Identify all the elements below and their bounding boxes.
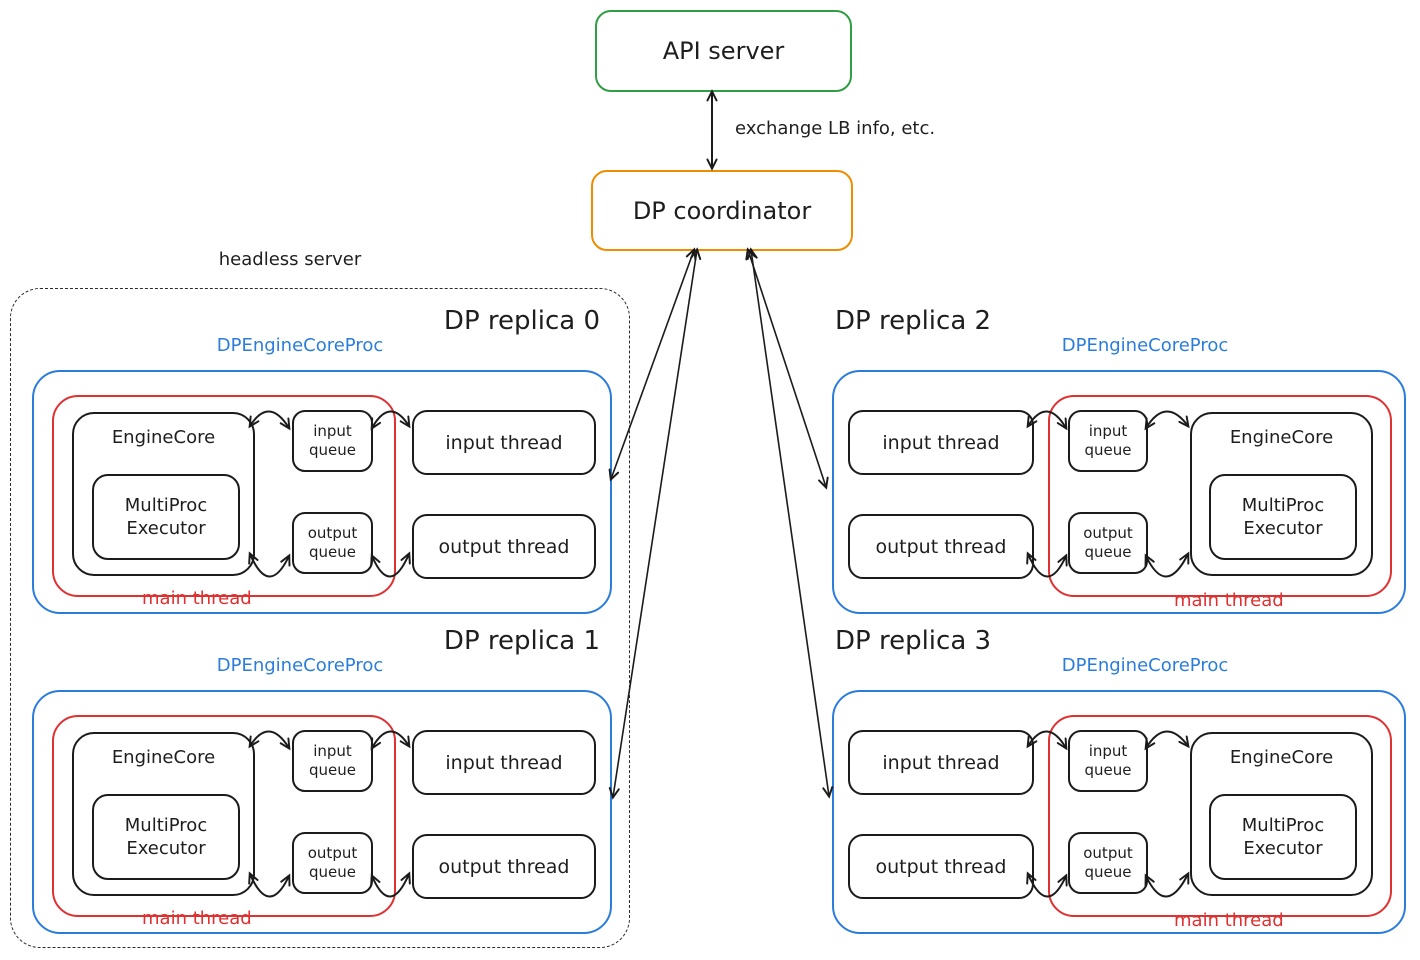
output-queue-box: output queue xyxy=(1068,512,1148,574)
output-thread-box: output thread xyxy=(412,514,596,579)
dp-coordinator-box: DP coordinator xyxy=(591,170,853,251)
enginecore-label: EngineCore xyxy=(111,747,216,768)
dpenginecoreproc-box: EngineCore MultiProc Executor input queu… xyxy=(832,690,1406,934)
dp-replica-1: DP replica 1 DPEngineCoreProc EngineCore… xyxy=(32,626,612,944)
enginecore-box: EngineCore MultiProc Executor xyxy=(72,412,255,576)
dpenginecoreproc-box: EngineCore MultiProc Executor input queu… xyxy=(32,370,612,614)
dpenginecoreproc-label: DPEngineCoreProc xyxy=(216,335,384,356)
output-thread-box: output thread xyxy=(848,514,1034,579)
output-queue-box: output queue xyxy=(1068,832,1148,894)
multiproc-executor-box: MultiProc Executor xyxy=(1209,794,1357,880)
multiproc-executor-box: MultiProc Executor xyxy=(1209,474,1357,560)
api-server-label: API server xyxy=(662,37,785,65)
output-thread-box: output thread xyxy=(412,834,596,899)
input-queue-box: input queue xyxy=(292,730,373,792)
main-thread-box xyxy=(52,715,396,917)
main-thread-label: main thread xyxy=(142,588,252,609)
multiproc-executor-box: MultiProc Executor xyxy=(92,474,240,560)
output-queue-box: output queue xyxy=(292,832,373,894)
input-thread-box: input thread xyxy=(412,410,596,475)
input-queue-box: input queue xyxy=(292,410,373,472)
input-thread-box: input thread xyxy=(412,730,596,795)
enginecore-box: EngineCore MultiProc Executor xyxy=(1190,412,1373,576)
arrow-coordinator-replica2 xyxy=(748,250,826,487)
output-queue-box: output queue xyxy=(292,512,373,574)
input-thread-box: input thread xyxy=(848,410,1034,475)
dp-replica-3: DP replica 3 DPEngineCoreProc EngineCore… xyxy=(832,626,1410,944)
input-queue-box: input queue xyxy=(1068,410,1148,472)
enginecore-label: EngineCore xyxy=(1229,427,1334,448)
arrow-coordinator-replica3 xyxy=(751,250,829,796)
main-thread-label: main thread xyxy=(1174,590,1284,611)
api-server-box: API server xyxy=(595,10,852,92)
headless-server-label: headless server xyxy=(218,249,362,270)
input-thread-box: input thread xyxy=(848,730,1034,795)
main-thread-box xyxy=(52,395,396,597)
enginecore-box: EngineCore MultiProc Executor xyxy=(1190,732,1373,896)
main-thread-box xyxy=(1048,715,1392,917)
main-thread-label: main thread xyxy=(1174,910,1284,931)
enginecore-label: EngineCore xyxy=(1229,747,1334,768)
input-queue-box: input queue xyxy=(1068,730,1148,792)
output-thread-box: output thread xyxy=(848,834,1034,899)
replica-title: DP replica 3 xyxy=(835,626,992,656)
replica-title: DP replica 2 xyxy=(835,306,992,336)
replica-title: DP replica 1 xyxy=(443,626,600,656)
dpenginecoreproc-box: EngineCore MultiProc Executor input queu… xyxy=(32,690,612,934)
dpenginecoreproc-label: DPEngineCoreProc xyxy=(1061,655,1229,676)
multiproc-executor-box: MultiProc Executor xyxy=(92,794,240,880)
main-thread-label: main thread xyxy=(142,908,252,929)
enginecore-box: EngineCore MultiProc Executor xyxy=(72,732,255,896)
exchange-lb-info-label: exchange LB info, etc. xyxy=(735,118,936,139)
replica-title: DP replica 0 xyxy=(443,306,600,336)
dp-replica-2: DP replica 2 DPEngineCoreProc EngineCore… xyxy=(832,306,1410,624)
dp-coordinator-label: DP coordinator xyxy=(632,196,812,225)
enginecore-label: EngineCore xyxy=(111,427,216,448)
main-thread-box xyxy=(1048,395,1392,597)
dpenginecoreproc-label: DPEngineCoreProc xyxy=(216,655,384,676)
dpenginecoreproc-box: EngineCore MultiProc Executor input queu… xyxy=(832,370,1406,614)
dpenginecoreproc-label: DPEngineCoreProc xyxy=(1061,335,1229,356)
dp-replica-0: DP replica 0 DPEngineCoreProc EngineCore… xyxy=(32,306,612,624)
